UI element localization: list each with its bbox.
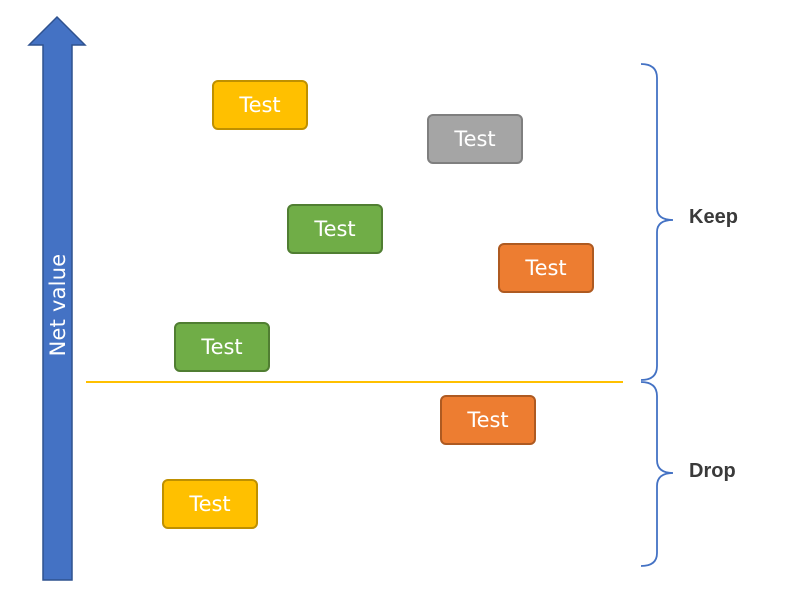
drop-label: Drop [689, 460, 736, 482]
up-arrow-shape [27, 15, 87, 581]
test-box-4-label: Test [525, 256, 567, 280]
test-box-6-label: Test [467, 408, 509, 432]
test-box-2: Test [427, 114, 523, 164]
test-box-7: Test [162, 479, 258, 529]
test-box-7-label: Test [189, 492, 231, 516]
test-box-1-label: Test [239, 93, 281, 117]
test-box-6: Test [440, 395, 536, 445]
keep-label: Keep [689, 206, 738, 228]
drop-brace [640, 381, 674, 567]
test-box-5-label: Test [201, 335, 243, 359]
test-box-3-label: Test [314, 217, 356, 241]
test-box-3: Test [287, 204, 383, 254]
keep-brace [640, 63, 674, 381]
test-box-4: Test [498, 243, 594, 293]
test-box-1: Test [212, 80, 308, 130]
threshold-line [86, 381, 623, 383]
test-box-5: Test [174, 322, 270, 372]
test-box-2-label: Test [454, 127, 496, 151]
